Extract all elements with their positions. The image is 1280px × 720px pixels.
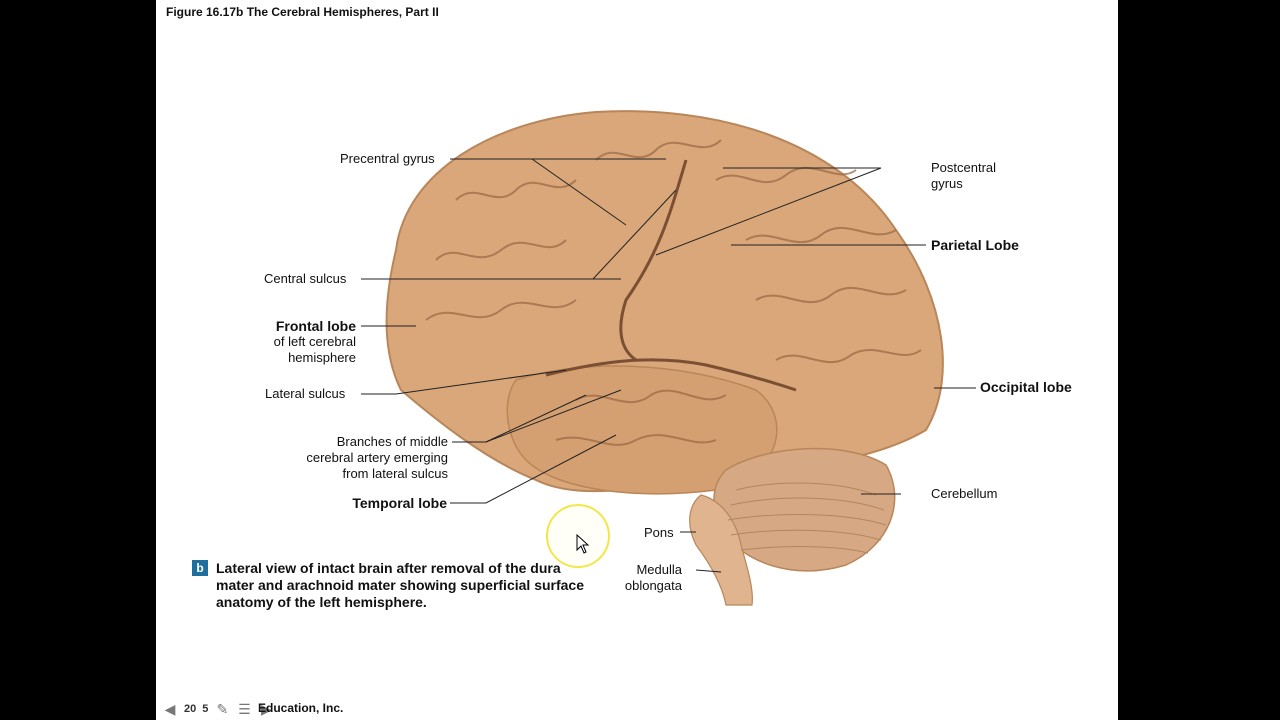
copyright-text: Education, Inc. xyxy=(258,701,344,715)
central-sulcus-line xyxy=(619,159,688,362)
arrow-left-icon: ◀ xyxy=(164,700,176,717)
label-frontal-lobe-sub-2: hemisphere xyxy=(288,350,356,365)
label-postcentral-gyrus-2: gyrus xyxy=(931,176,963,191)
slide-nav-bar: ◀ 20 5 ✎ ☰ ▶ xyxy=(160,699,276,719)
label-lateral-sulcus: Lateral sulcus xyxy=(265,386,346,401)
label-medulla-1: Medulla xyxy=(636,562,682,577)
label-branches-2: cerebral artery emerging xyxy=(306,450,448,465)
lateral-sulcus-line xyxy=(545,358,797,392)
mouse-pointer-icon xyxy=(576,534,590,554)
label-central-sulcus: Central sulcus xyxy=(264,271,347,286)
label-parietal-lobe: Parietal Lobe xyxy=(931,237,1019,253)
label-temporal-lobe: Temporal lobe xyxy=(352,495,447,511)
brain-illustration xyxy=(361,110,976,606)
label-postcentral-gyrus-1: Postcentral xyxy=(931,160,997,175)
footer-year-fragment: 20 xyxy=(184,703,197,715)
label-cerebellum: Cerebellum xyxy=(931,486,998,501)
pen-tool-button[interactable]: ✎ xyxy=(212,700,232,718)
arrow-right-icon: ▶ xyxy=(260,700,272,717)
label-medulla-2: oblongata xyxy=(624,578,682,593)
figure-title: Figure 16.17b The Cerebral Hemispheres, … xyxy=(166,5,439,19)
label-pons: Pons xyxy=(644,525,674,540)
label-precentral-gyrus: Precentral gyrus xyxy=(340,151,435,166)
caption-text: Lateral view of intact brain after remov… xyxy=(216,560,584,610)
footer-year-fragment-2: 5 xyxy=(202,703,209,715)
label-branches-3: from lateral sulcus xyxy=(342,466,448,481)
previous-slide-button[interactable]: ◀ xyxy=(160,700,180,718)
label-occipital-lobe: Occipital lobe xyxy=(980,379,1072,395)
label-branches-1: Branches of middle xyxy=(336,434,448,449)
brainstem-shape xyxy=(689,494,753,606)
slide: Figure 16.17b The Cerebral Hemispheres, … xyxy=(156,0,1118,720)
caption-badge: b xyxy=(192,560,208,576)
leader-lines xyxy=(361,158,976,573)
pen-icon: ✎ xyxy=(216,700,229,717)
slide-menu-button[interactable]: ☰ xyxy=(234,700,254,718)
cerebellum-folia xyxy=(727,482,887,554)
label-frontal-lobe-sub-1: of left cerebral xyxy=(273,334,356,349)
gyri-texture xyxy=(425,139,922,446)
label-frontal-lobe: Frontal lobe xyxy=(275,318,356,334)
next-slide-button[interactable]: ▶ xyxy=(256,700,276,718)
menu-icon: ☰ xyxy=(238,700,251,717)
